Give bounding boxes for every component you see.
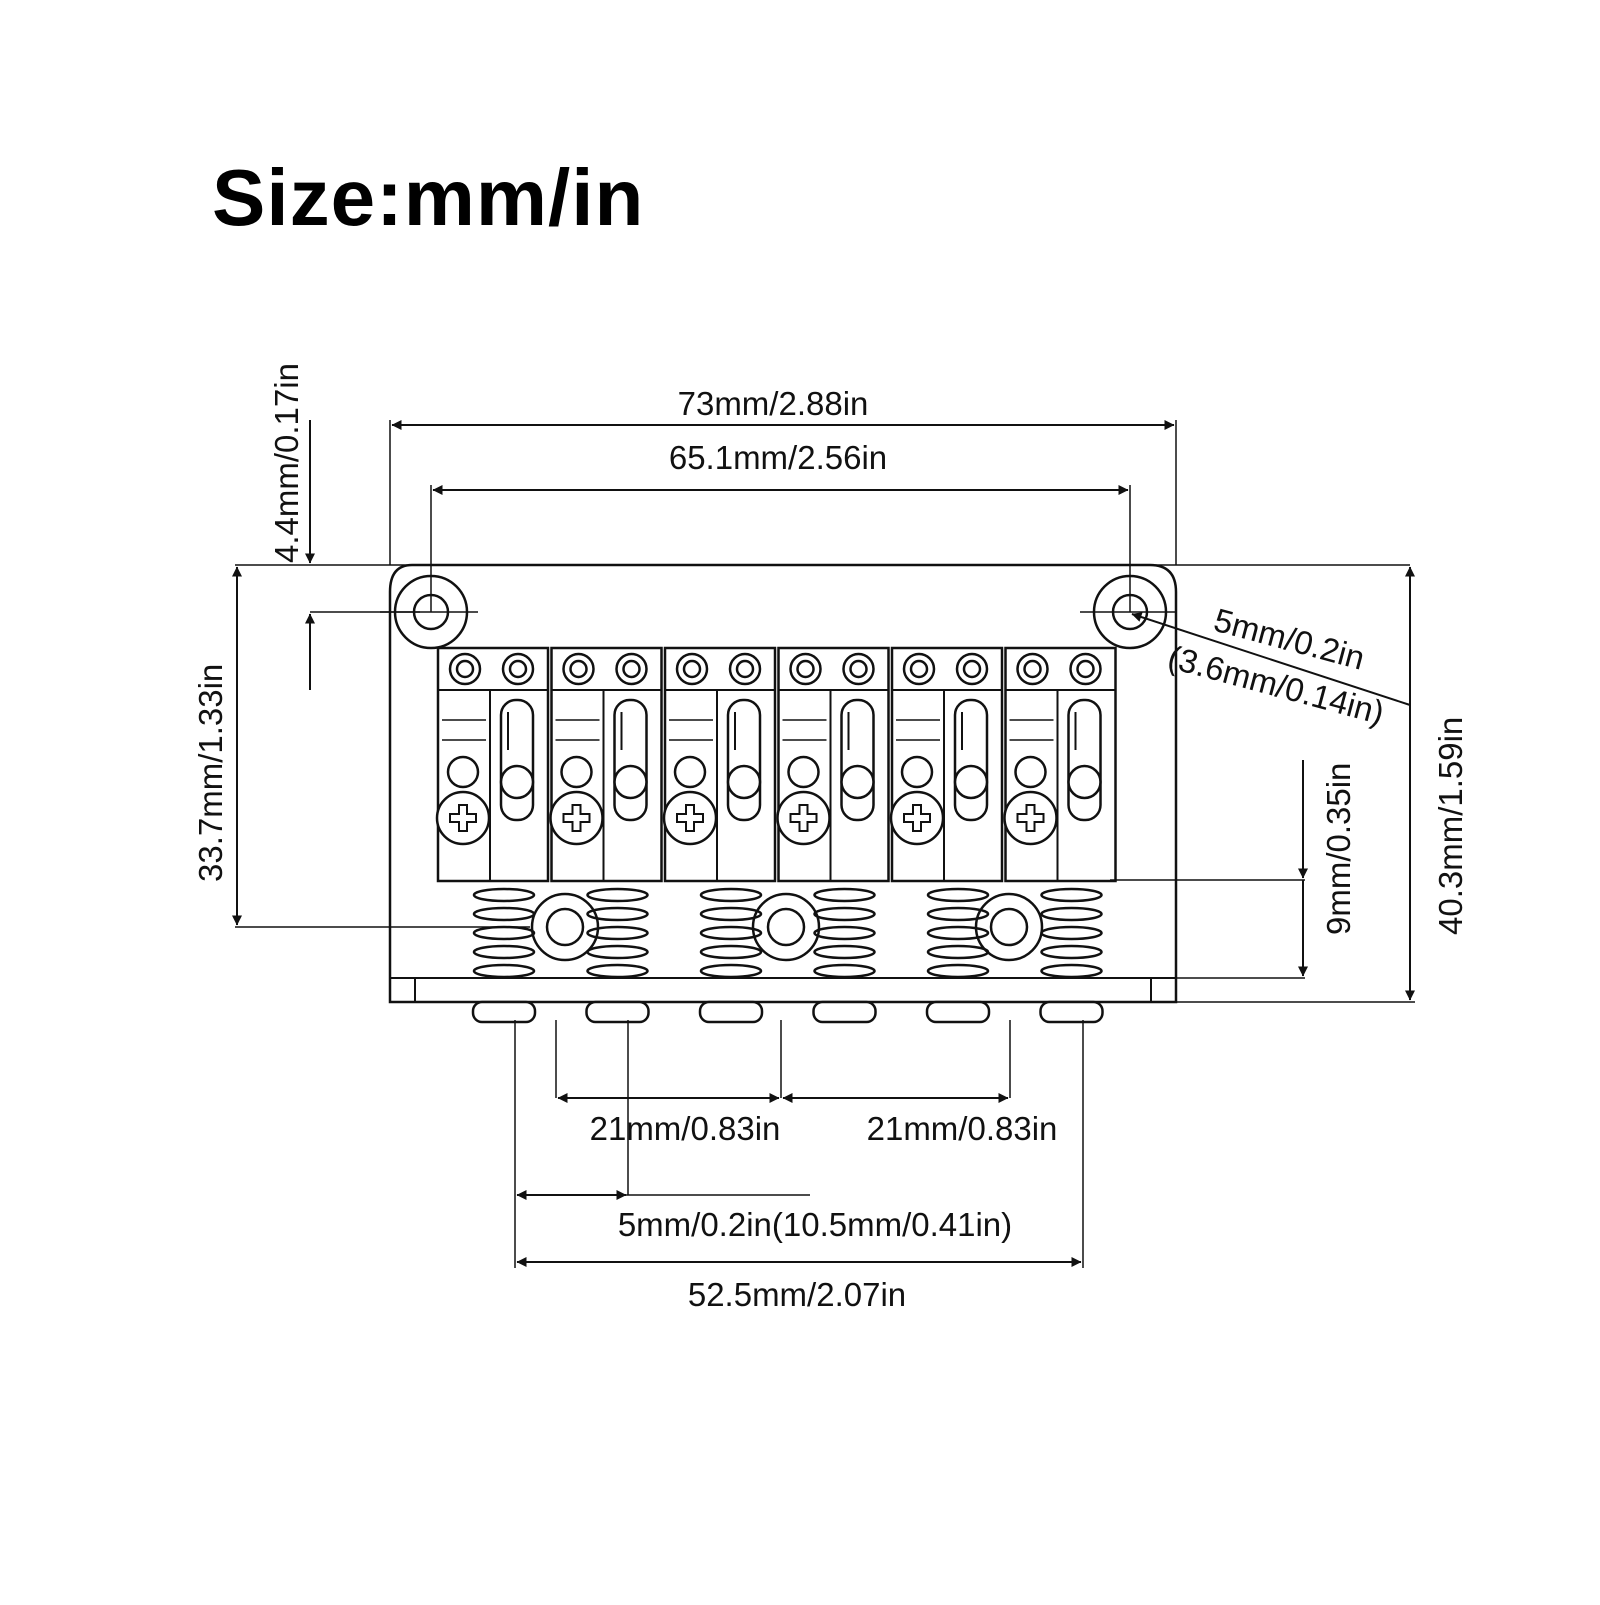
springs-group [471,887,1104,1024]
body-hole-3 [974,892,1044,962]
dim-string-spread-label: 52.5mm/2.07in [688,1276,906,1313]
saddle-6 [1004,646,1117,883]
dim-mount-spacing-right-label: 21mm/0.83in [867,1110,1058,1147]
dim-mount-spacing-left-label: 21mm/0.83in [590,1110,781,1147]
body-hole-2 [751,892,821,962]
spring-4 [812,887,877,1024]
dim-plate-height: 9mm/0.35in [1298,760,1357,977]
saddles-group [436,646,1117,883]
dim-saddle-height-label: 33.7mm/1.33in [192,664,229,882]
dim-plate-height-label: 9mm/0.35in [1320,763,1357,935]
intonation-screws-group [435,790,1058,846]
saddle-3 [663,646,777,883]
dim-string-offset: 5mm/0.2in(10.5mm/0.41in) [516,1190,1012,1243]
saddle-1 [436,646,550,883]
spring-6 [1039,887,1104,1024]
dim-total-width-label: 73mm/2.88in [678,385,869,422]
dim-hole-spacing-label: 65.1mm/2.56in [669,439,887,476]
page-title: Size:mm/in [212,153,645,242]
dim-hole-spacing: 65.1mm/2.56in [432,439,1129,495]
dim-total-width: 73mm/2.88in [391,385,1175,430]
spring-5 [925,887,991,1024]
saddle-screw-4 [776,790,831,846]
saddle-2 [550,646,663,883]
saddle-screw-2 [549,790,604,846]
dim-string-offset-label: 5mm/0.2in(10.5mm/0.41in) [618,1206,1012,1243]
spring-2 [585,887,650,1024]
extension-lines [235,420,1415,1268]
dim-top-offset: 4.4mm/0.17in [268,363,315,690]
body-hole-1 [530,892,600,962]
saddle-screw-3 [662,790,718,846]
saddle-5 [890,646,1004,883]
saddle-screw-1 [435,790,491,846]
dim-mount-spacing-right: 21mm/0.83in [782,1093,1058,1147]
dim-string-spread: 52.5mm/2.07in [516,1257,1082,1313]
dim-total-height: 40.3mm/1.59in [1405,566,1469,1001]
dim-total-height-label: 40.3mm/1.59in [1432,717,1469,935]
dim-saddle-height: 33.7mm/1.33in [192,566,242,926]
saddle-screw-5 [889,790,945,846]
spring-3 [698,887,764,1024]
dim-mount-spacing-left: 21mm/0.83in [557,1093,781,1147]
dim-top-offset-label: 4.4mm/0.17in [268,363,305,563]
saddle-4 [777,646,890,883]
spring-1 [471,887,537,1024]
saddle-screw-6 [1003,790,1058,846]
